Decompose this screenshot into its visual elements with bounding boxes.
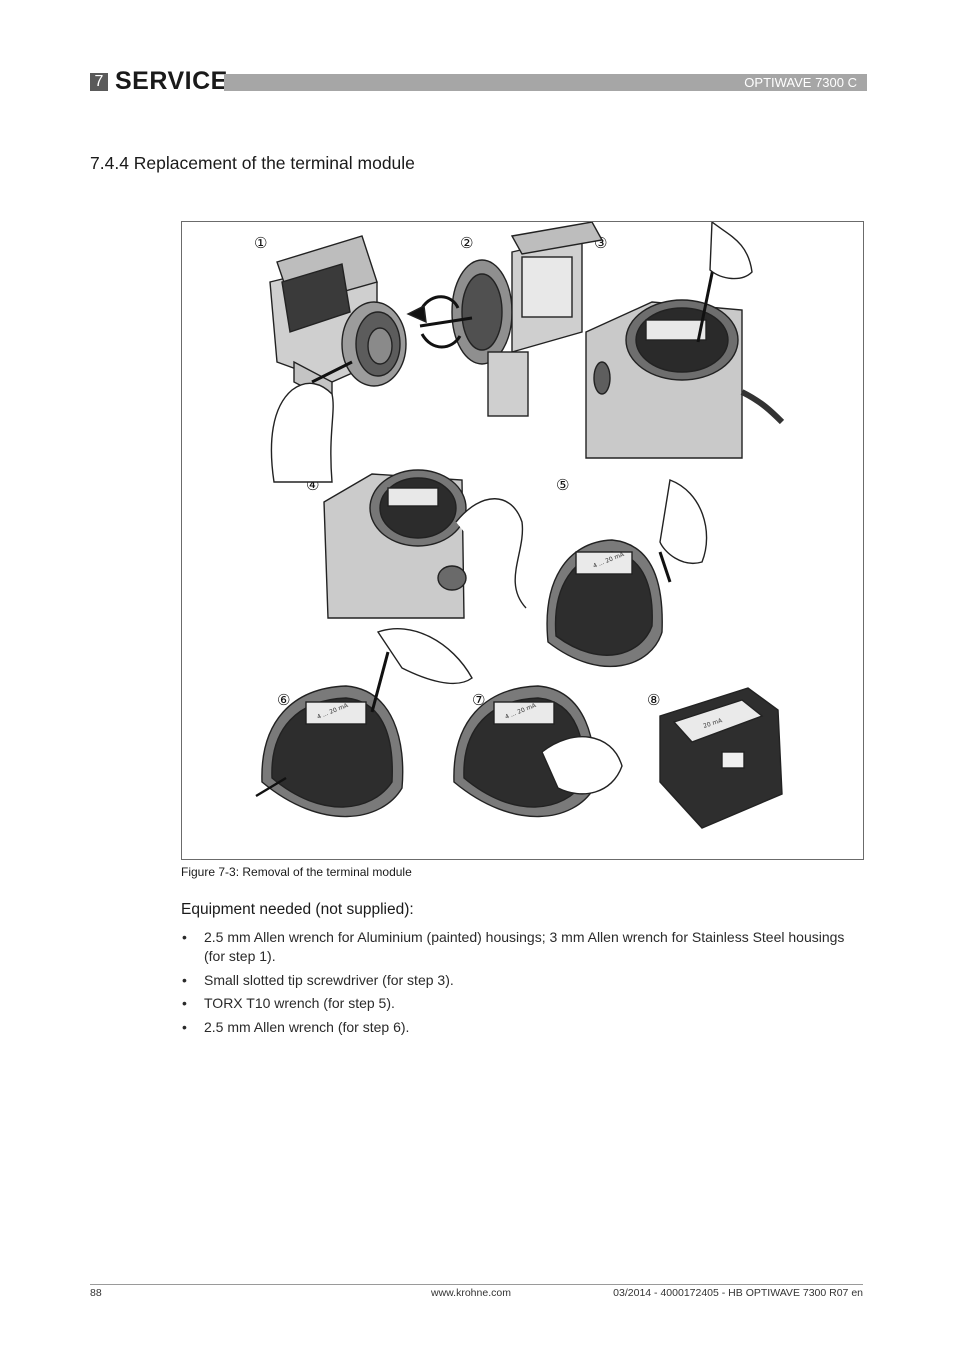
step-5-illustration	[546, 479, 708, 668]
step-marker-1: ①	[254, 234, 267, 252]
step-3-illustration	[585, 222, 785, 459]
product-name: OPTIWAVE 7300 C	[744, 75, 857, 90]
document-reference: 03/2014 - 4000172405 - HB OPTIWAVE 7300 …	[613, 1287, 863, 1299]
equipment-title: Equipment needed (not supplied):	[181, 901, 414, 918]
bullet: •	[182, 995, 187, 1011]
list-item-text: 2.5 mm Allen wrench for Aluminium (paint…	[204, 929, 845, 964]
equipment-list: • 2.5 mm Allen wrench for Aluminium (pain…	[181, 928, 861, 1041]
step-marker-8: ⑧	[647, 691, 660, 709]
list-item-text: 2.5 mm Allen wrench (for step 6).	[204, 1018, 410, 1035]
page-number: 88	[90, 1287, 102, 1299]
website-link[interactable]: www.krohne.com	[431, 1287, 511, 1299]
list-item: • 2.5 mm Allen wrench for Aluminium (pain…	[181, 928, 861, 966]
list-item: • 2.5 mm Allen wrench (for step 6).	[181, 1018, 861, 1037]
bullet: •	[182, 971, 187, 988]
step-4-illustration	[323, 469, 527, 619]
step-1-illustration	[269, 235, 407, 483]
bullet: •	[182, 1018, 187, 1035]
figure-terminal-module-removal: ① ② ③ ④ ⑤ ⑥ ⑦ ⑧	[181, 221, 864, 860]
list-item: • Small slotted tip screwdriver (for step…	[181, 971, 861, 990]
chapter-number: 7	[90, 73, 108, 91]
figure-caption: Figure 7-3: Removal of the terminal modu…	[181, 865, 412, 879]
step-8-illustration	[659, 687, 783, 829]
list-item-text: Small slotted tip screwdriver (for step …	[204, 971, 454, 988]
footer-rule	[90, 1284, 863, 1285]
step-2-illustration	[406, 222, 604, 417]
section-title: 7.4.4 Replacement of the terminal module	[90, 153, 415, 173]
header-bar: OPTIWAVE 7300 C	[224, 74, 867, 91]
step-marker-5: ⑤	[556, 476, 569, 494]
chapter-header: 7 SERVICE OPTIWAVE 7300 C	[90, 67, 867, 95]
step-marker-2: ②	[460, 234, 473, 252]
step-6-illustration	[255, 628, 473, 818]
bullet: •	[182, 929, 187, 945]
step-7-illustration	[453, 685, 623, 818]
chapter-title: SERVICE	[115, 67, 228, 95]
list-item: • TORX T10 wrench (for step 5).	[181, 994, 861, 1013]
step-marker-6: ⑥	[277, 691, 290, 709]
figure-illustration: ① ② ③ ④ ⑤ ⑥ ⑦ ⑧	[254, 222, 785, 829]
list-item-text: TORX T10 wrench (for step 5).	[204, 995, 395, 1011]
